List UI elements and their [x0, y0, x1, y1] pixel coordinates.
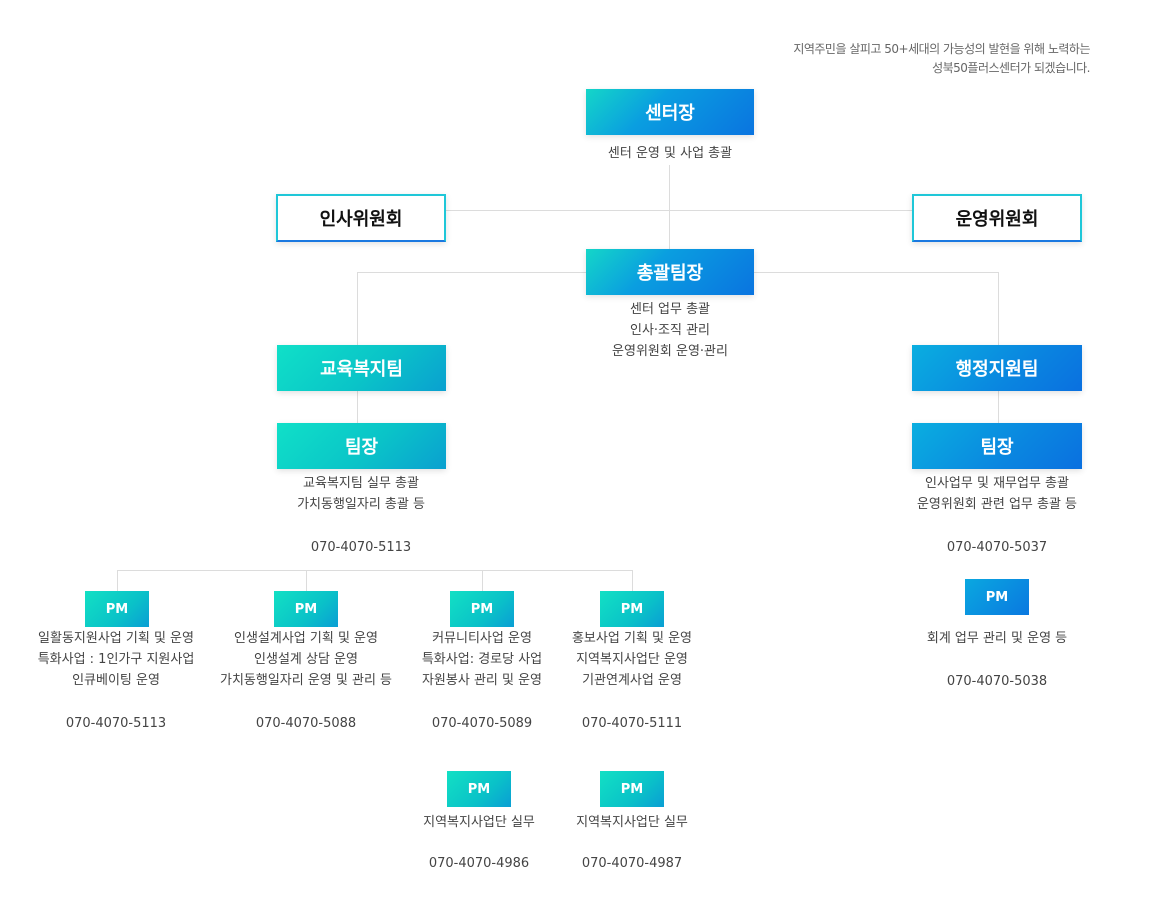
connector: [669, 165, 670, 249]
desc-line: 운영위원회 운영·관리: [612, 344, 728, 359]
desc-line: 센터 운영 및 사업 총괄: [607, 146, 733, 161]
pm-box: PM: [274, 591, 338, 627]
pm-desc: 인생설계사업 기획 및 운영 인생설계 상담 운영 가치동행일자리 운영 및 관…: [220, 628, 392, 691]
pm-desc: 커뮤니티사업 운영 특화사업: 경로당 사업 자원봉사 관리 및 운영: [422, 628, 542, 691]
connector: [998, 391, 999, 423]
edu-leader-phone: 070-4070-5113: [310, 540, 412, 555]
director-desc: 센터 운영 및 사업 총괄: [608, 143, 732, 164]
pm-desc: 지역복지사업단 실무: [576, 812, 688, 833]
ops-committee-box: 운영위원회: [912, 194, 1082, 242]
connector: [754, 272, 998, 273]
pm-desc: 회계 업무 관리 및 운영 등: [927, 628, 1067, 649]
desc-line: 홍보사업 기획 및 운영: [571, 631, 693, 646]
desc-line: 인사·조직 관리: [629, 323, 711, 338]
tagline-line: 성북50플러스센터가 되겠습니다.: [932, 61, 1090, 75]
desc-line: 지역복지사업단 실무: [576, 815, 688, 830]
pm-phone: 070-4070-5038: [946, 674, 1048, 689]
admin-leader-desc: 인사업무 및 재무업무 총괄 운영위원회 관련 업무 총괄 등: [917, 473, 1077, 515]
connector: [117, 570, 633, 571]
admin-team-box: 행정지원팀: [912, 345, 1082, 391]
admin-leader-box: 팀장: [912, 423, 1082, 469]
desc-line: 교육복지팀 실무 총괄: [303, 476, 419, 491]
connector: [482, 570, 483, 591]
connector: [306, 570, 307, 591]
pm-box: PM: [600, 591, 664, 627]
desc-line: 특화사업: 경로당 사업: [421, 652, 543, 667]
desc-line: 인생설계 상담 운영: [254, 652, 358, 667]
connector: [117, 570, 118, 591]
desc-line: 커뮤니티사업 운영: [432, 631, 532, 646]
desc-line: 일활동지원사업 기획 및 운영: [38, 631, 194, 646]
desc-line: 운영위원회 관련 업무 총괄 등: [916, 497, 1078, 512]
pm-desc: 지역복지사업단 실무: [423, 812, 535, 833]
general-manager-desc: 센터 업무 총괄 인사·조직 관리 운영위원회 운영·관리: [612, 299, 728, 362]
admin-leader-phone: 070-4070-5037: [946, 540, 1048, 555]
pm-phone: 070-4070-4987: [581, 856, 683, 871]
desc-line: 기관연계사업 운영: [582, 673, 682, 688]
pm-phone: 070-4070-4986: [428, 856, 530, 871]
director-box: 센터장: [586, 89, 754, 135]
desc-line: 센터 업무 총괄: [629, 302, 711, 317]
edu-leader-box: 팀장: [277, 423, 446, 469]
pm-desc: 홍보사업 기획 및 운영 지역복지사업단 운영 기관연계사업 운영: [572, 628, 692, 691]
desc-line: 회계 업무 관리 및 운영 등: [926, 631, 1068, 646]
desc-line: 지역복지사업단 운영: [576, 652, 688, 667]
desc-line: 인큐베이팅 운영: [72, 673, 160, 688]
connector: [998, 272, 999, 345]
desc-line: 가치동행일자리 총괄 등: [297, 497, 425, 512]
pm-phone: 070-4070-5089: [431, 716, 533, 731]
connector: [357, 272, 586, 273]
desc-line: 자원봉사 관리 및 운영: [421, 673, 543, 688]
desc-line: 지역복지사업단 실무: [423, 815, 535, 830]
tagline-line: 지역주민을 살피고 50+세대의 가능성의 발현을 위해 노력하는: [793, 42, 1090, 56]
general-manager-box: 총괄팀장: [586, 249, 754, 295]
pm-desc: 일활동지원사업 기획 및 운영 특화사업 : 1인가구 지원사업 인큐베이팅 운…: [38, 628, 195, 691]
tagline: 지역주민을 살피고 50+세대의 가능성의 발현을 위해 노력하는 성북50플러…: [793, 40, 1090, 78]
pm-box: PM: [965, 579, 1029, 615]
edu-leader-desc: 교육복지팀 실무 총괄 가치동행일자리 총괄 등: [297, 473, 425, 515]
desc-line: 특화사업 : 1인가구 지원사업: [37, 652, 195, 667]
connector: [446, 210, 912, 211]
desc-line: 인생설계사업 기획 및 운영: [234, 631, 378, 646]
desc-line: 인사업무 및 재무업무 총괄: [925, 476, 1069, 491]
pm-box: PM: [447, 771, 511, 807]
connector: [357, 272, 358, 345]
pm-phone: 070-4070-5088: [255, 716, 357, 731]
pm-box: PM: [450, 591, 514, 627]
pm-box: PM: [85, 591, 149, 627]
pm-phone: 070-4070-5113: [65, 716, 167, 731]
hr-committee-box: 인사위원회: [276, 194, 446, 242]
desc-line: 가치동행일자리 운영 및 관리 등: [219, 673, 393, 688]
connector: [357, 391, 358, 423]
connector: [632, 570, 633, 591]
pm-box: PM: [600, 771, 664, 807]
pm-phone: 070-4070-5111: [581, 716, 683, 731]
edu-team-box: 교육복지팀: [277, 345, 446, 391]
